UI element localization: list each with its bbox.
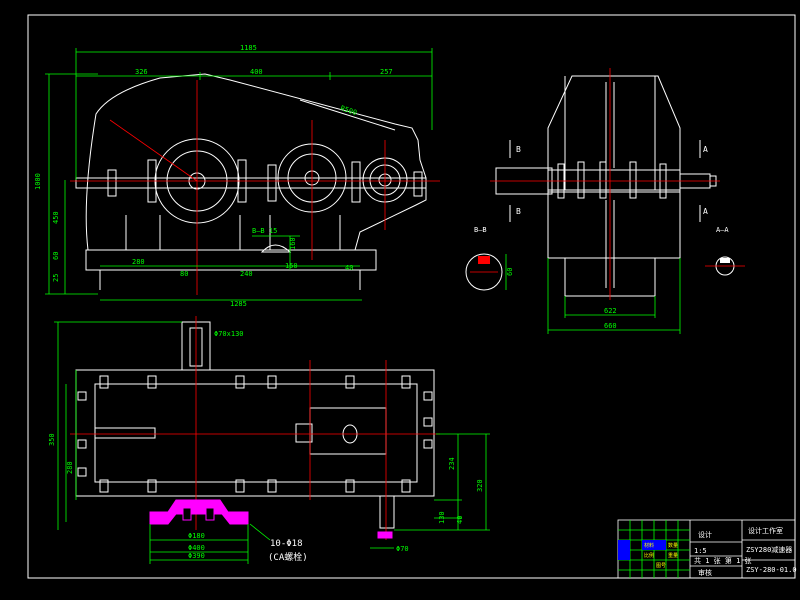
- side-dimensions: [547, 258, 681, 334]
- top-notes: 10-Φ18 (CA螺栓): [268, 539, 308, 563]
- parting-flange: [75, 177, 427, 189]
- top-boss: [295, 423, 313, 443]
- top-centerlines: [70, 316, 440, 540]
- top-dimensions: [54, 321, 490, 564]
- dim-bottom-2: 80: [180, 270, 188, 278]
- inspection-cover: [299, 99, 396, 131]
- dim-bottom-3: 240: [240, 270, 253, 278]
- section-bb-dim: 60: [506, 268, 514, 276]
- drawing-number: ZSY-280-01.0: [746, 566, 797, 574]
- coupling-hole-left: [182, 507, 192, 521]
- dim-outer-width: 660: [604, 322, 617, 330]
- top-dim-text: Φ70x130 350 280 234 320 130 40 Φ180 Φ400…: [48, 330, 484, 560]
- top-view: [70, 316, 440, 540]
- dim-left-1: 450: [52, 211, 60, 224]
- drawing-frame: [27, 14, 796, 579]
- title-cell-4: 图号: [656, 563, 666, 569]
- dim-bottom-phi390: Φ390: [188, 552, 205, 560]
- top-bolts: [77, 375, 433, 493]
- coupling-hole-right: [205, 507, 215, 521]
- coupling-part: [149, 499, 393, 539]
- scale-value: 1:5: [694, 547, 707, 555]
- dim-overall-width: 1185: [240, 44, 257, 52]
- section-aa-title: A—A: [716, 226, 729, 234]
- marker-a-top: A: [703, 145, 708, 154]
- title-cell-3: 重量: [668, 552, 678, 559]
- section-aa-key: [720, 258, 730, 263]
- title-cell-0: 材料: [644, 542, 654, 549]
- dim-left-2-top: 280: [66, 461, 74, 474]
- top-inner-shaft: [94, 427, 156, 439]
- front-dimensions: [45, 48, 433, 301]
- section-bb-circle: [465, 253, 503, 291]
- dim-left-2: 60: [52, 252, 60, 260]
- dim-right-1: 234: [448, 457, 456, 470]
- dim-left-3: 25: [52, 274, 60, 282]
- dim-top-note: Φ70x130: [214, 330, 244, 338]
- marker-a-bottom: A: [703, 207, 708, 216]
- dim-bottom-phi70: Φ70: [396, 545, 409, 553]
- checker-label: 审核: [698, 568, 712, 577]
- part-note: (CA螺栓): [268, 551, 308, 563]
- side-dim-text: 622 660: [604, 307, 617, 330]
- title-fill-b: [642, 540, 666, 550]
- dim-seg-3: 257: [380, 68, 393, 76]
- section-label: B—B 15: [252, 227, 277, 235]
- dim-bottom-4: 40: [345, 264, 353, 272]
- section-value: 150: [285, 262, 298, 270]
- side-centerlines: [490, 68, 720, 300]
- top-output-shaft: [379, 495, 395, 529]
- dim-seg-2: 400: [250, 68, 263, 76]
- dim-bottom-phi180: Φ180: [188, 532, 205, 540]
- dim-bottom-phi400: Φ400: [188, 544, 205, 552]
- dim-right-3: 130: [438, 511, 446, 524]
- section-dim2: 160: [289, 237, 297, 250]
- dim-bottom-1: 280: [132, 258, 145, 266]
- drawing-name: ZSY280减速器: [746, 545, 792, 554]
- front-dimension-text: 1185 326 400 257 1000 450 60 25 280 80 2…: [34, 44, 393, 308]
- title-fill-a: [618, 540, 630, 550]
- dim-right-2: 320: [476, 479, 484, 492]
- dim-base-length: 1285: [230, 300, 247, 308]
- section-bb-title: B—B: [474, 226, 487, 234]
- housing-base: [85, 249, 377, 271]
- dim-left-1-top: 350: [48, 433, 56, 446]
- side-labels: B B A A: [516, 145, 708, 216]
- bolt-note: 10-Φ18: [270, 539, 303, 549]
- title-block-text: 设计工作室 ZSY280减速器 ZSY-280-01.0 设计 1:5 共 1 …: [694, 526, 797, 577]
- designer-label: 设计: [698, 530, 712, 539]
- front-centerlines: [70, 80, 440, 295]
- section-bb-key: [478, 256, 490, 264]
- section-aa-view: A—A: [705, 226, 745, 276]
- dim-right-4: 40: [456, 516, 464, 524]
- title-cells: 材料 数量 比例 重量 图号: [644, 542, 678, 569]
- output-coupling: [377, 531, 393, 539]
- side-view: [490, 68, 720, 300]
- front-view: [70, 73, 440, 295]
- title-cell-2: 比例: [644, 552, 654, 559]
- title-cell-1: 数量: [668, 542, 678, 549]
- dim-seg-1: 326: [135, 68, 148, 76]
- marker-b-bottom: B: [516, 207, 521, 216]
- section-bb-view: B—B 60: [465, 226, 514, 291]
- title-fill-c: [618, 550, 630, 560]
- sheet-info: 共 1 张 第 1 张: [694, 556, 752, 565]
- marker-b-top: B: [516, 145, 521, 154]
- company-name: 设计工作室: [748, 526, 783, 535]
- dim-inner-width: 622: [604, 307, 617, 315]
- title-block: [617, 519, 796, 579]
- dim-overall-height: 1000: [34, 173, 42, 190]
